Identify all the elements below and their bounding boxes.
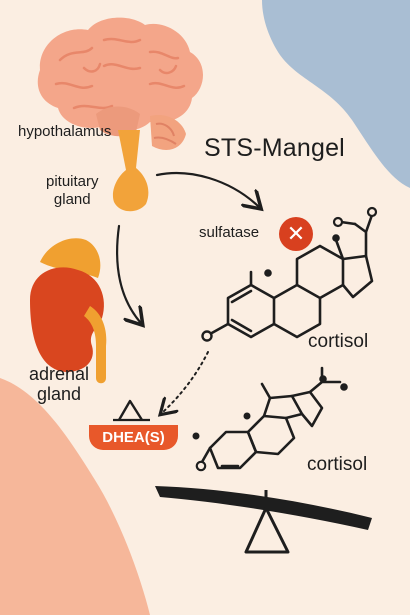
pituitary-label-line-2: gland [53,191,91,208]
cortisol-bottom-methyl [243,412,251,420]
cortisol-bottom-o-2 [340,383,348,391]
hypothalamus-label: hypothalamus [18,123,112,140]
cortisol-bottom-label: cortisol [307,454,368,475]
cortisol-bottom-o-1 [319,375,327,383]
dhea-triangle-icon [117,399,144,421]
arrow-pituitary-to-adrenal [116,224,140,322]
arrow-cortisol-to-dhea [163,351,209,412]
cortisol-bottom-carbonyl-o [195,460,207,472]
adrenal-label-line-1: adrenal [29,364,90,384]
cortisol-bottom-methyl-2 [192,432,200,440]
cortisol-top-methyl-2 [332,234,340,242]
adrenal-gland-icon [30,238,107,384]
dhea-badge: DHEA(S) [89,425,178,450]
cortisol-top-methyl-1 [264,269,272,277]
sulfatase-label: sulfatase [199,224,260,241]
brain-icon [37,17,203,150]
x-mark-icon: ✕ [279,217,313,251]
blue-corner-blob [262,0,410,188]
adrenal-gland-label: adrenal gland [29,364,89,404]
cortisol-structure-top [208,213,374,339]
cortisol-top-label: cortisol [308,331,369,352]
pituitary-gland-label: pituitary gland [46,173,99,209]
cortisol-top-o-1 [332,216,344,228]
cortisol-structure-bottom [200,366,342,470]
pituitary-label-line-1: pituitary [46,173,99,190]
cortisol-top-o-2 [366,206,378,218]
peach-corner-blob [0,378,150,615]
adrenal-label-line-2: gland [37,384,82,404]
arrow-pituitary-to-sulfatase [155,171,258,206]
pituitary-gland-icon [112,130,149,212]
page-title: STS-Mangel [204,134,345,162]
cortisol-top-carbonyl-o [201,330,213,342]
balance-scale-icon [155,486,372,554]
